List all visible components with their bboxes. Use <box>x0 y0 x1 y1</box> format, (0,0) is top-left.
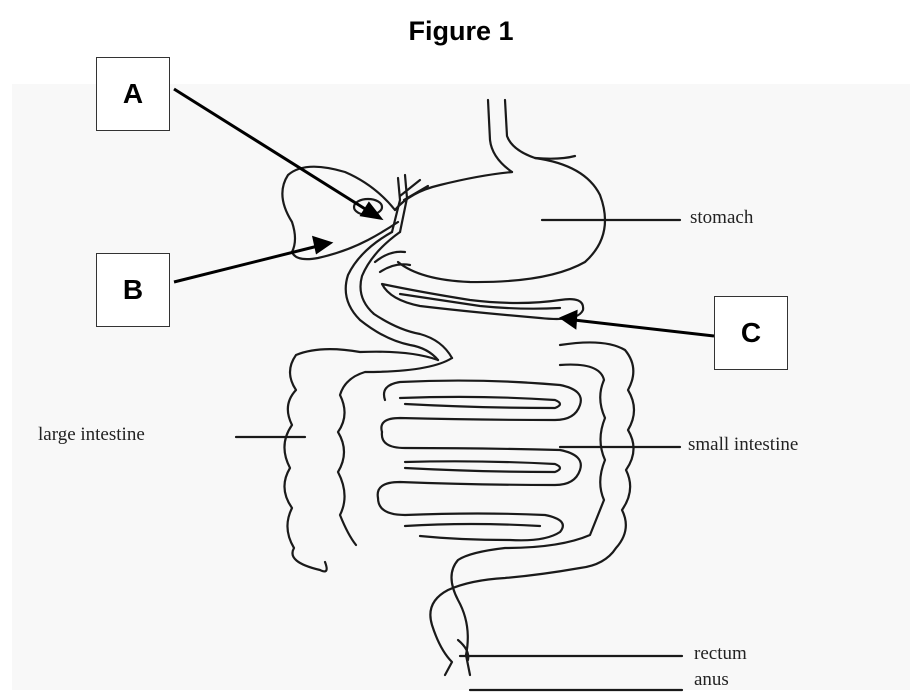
small-intestine-coil-5 <box>378 498 563 540</box>
large-intestine-outer <box>284 342 634 675</box>
arrow-head-a <box>362 204 380 218</box>
small-intestine-coil-6 <box>405 524 540 526</box>
small-intestine-coil-2 <box>400 397 560 408</box>
small-intestine-label: small intestine <box>688 434 798 456</box>
callout-box-c: C <box>714 296 788 370</box>
arrow-head-b <box>314 238 330 252</box>
callout-letter-a: A <box>123 78 143 110</box>
callout-arrow-b <box>174 246 318 282</box>
callout-box-b: B <box>96 253 170 327</box>
callout-box-a: A <box>96 57 170 131</box>
rectum-label: rectum <box>694 643 747 665</box>
arrow-head-c <box>562 312 576 327</box>
pancreas <box>382 284 583 319</box>
esophagus <box>488 100 575 172</box>
liver-outline <box>282 167 398 259</box>
anus-label: anus <box>694 669 729 691</box>
large-intestine-label: large intestine <box>38 424 145 446</box>
large-intestine-inner <box>338 358 605 675</box>
callout-letter-b: B <box>123 274 143 306</box>
callout-letter-c: C <box>741 317 761 349</box>
stomach-label: stomach <box>690 207 753 229</box>
callout-arrow-a <box>174 89 370 212</box>
callout-arrow-c <box>574 320 714 336</box>
small-intestine-coil-3 <box>378 432 581 498</box>
small-intestine-coil-4 <box>405 461 560 472</box>
